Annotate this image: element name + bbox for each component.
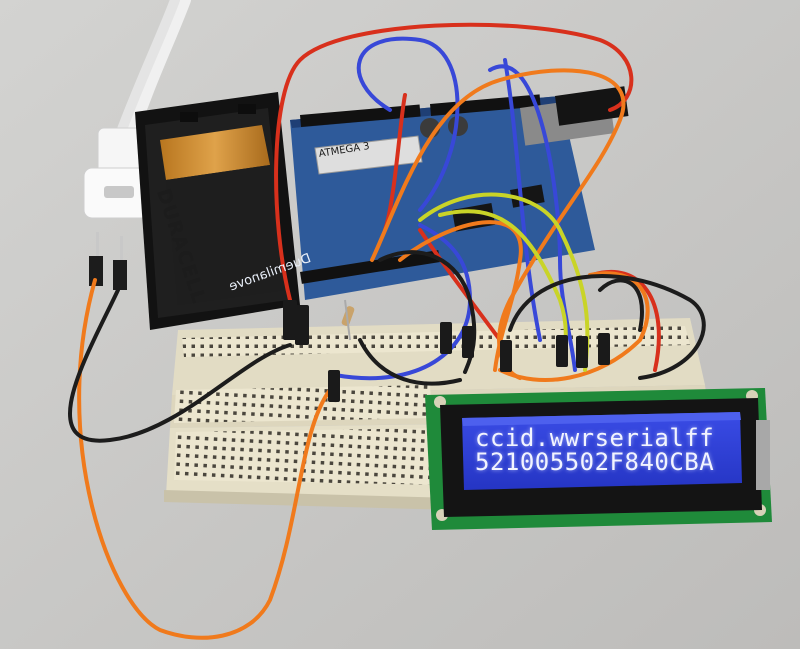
lcd-line-1: ccid.wwrserialff (475, 424, 715, 452)
resistor (341, 299, 355, 341)
battery-holder (135, 92, 300, 330)
wire-plugs (283, 300, 610, 402)
loose-header-pins (89, 232, 127, 290)
jumper-wires (68, 22, 706, 640)
lcd-line-2: 521005502F840CBA (475, 448, 715, 476)
lcd-module (425, 388, 772, 530)
